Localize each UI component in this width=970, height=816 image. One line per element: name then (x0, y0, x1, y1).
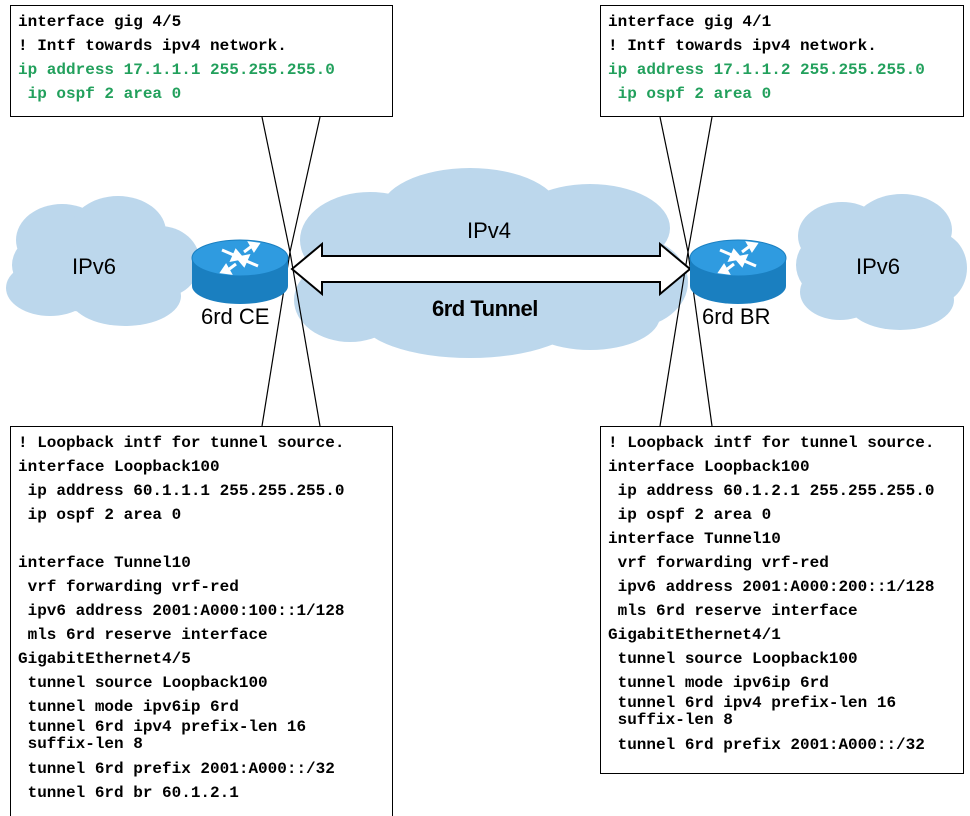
config-line: ! Loopback intf for tunnel source. (18, 434, 345, 452)
callout-lines (261, 116, 713, 427)
config-line: ip ospf 2 area 0 (18, 85, 182, 103)
config-line: interface Loopback100 (18, 458, 220, 476)
callout-line (687, 116, 713, 253)
config-line: ip address 60.1.1.1 255.255.255.0 (18, 482, 345, 500)
config-line: interface gig 4/1 (608, 13, 772, 31)
config-box-bottom-right: ! Loopback intf for tunnel source. interf… (600, 426, 964, 774)
config-line: tunnel 6rd ipv4 prefix-len 16 suffix-len… (617, 694, 897, 729)
config-line: GigabitEthernet4/1 (608, 626, 781, 644)
callout-line (289, 251, 321, 427)
router-ce-label: 6rd CE (201, 304, 270, 329)
config-line: interface Tunnel10 (608, 530, 781, 548)
ipv6-cloud-right (796, 194, 967, 330)
ipv6-right-label: IPv6 (856, 254, 901, 279)
config-line: tunnel mode ipv6ip 6rd (608, 674, 829, 692)
config-line: ! Loopback intf for tunnel source. (608, 434, 935, 452)
config-box-bottom-left: ! Loopback intf for tunnel source. interf… (10, 426, 393, 816)
callout-line (261, 116, 291, 253)
callout-line (289, 116, 321, 253)
config-line (18, 527, 385, 551)
ipv6-left-label: IPv6 (72, 254, 117, 279)
router-br-label: 6rd BR (702, 304, 771, 329)
config-line: tunnel source Loopback100 (18, 674, 268, 692)
config-line: vrf forwarding vrf-red (18, 578, 239, 596)
callout-line (659, 251, 689, 427)
tunnel-label: 6rd Tunnel (432, 296, 538, 321)
config-line: ipv6 address 2001:A000:200::1/128 (608, 578, 935, 596)
ipv4-label: IPv4 (467, 218, 512, 243)
ipv6-cloud-left (6, 196, 200, 326)
config-line: ! Intf towards ipv4 network. (18, 37, 287, 55)
config-line: ip address 60.1.2.1 255.255.255.0 (608, 482, 935, 500)
config-line: interface Loopback100 (608, 458, 810, 476)
config-line: tunnel mode ipv6ip 6rd (18, 698, 239, 716)
config-line: tunnel 6rd ipv4 prefix-len 16 suffix-len… (27, 718, 307, 753)
config-line: ip address 17.1.1.1 255.255.255.0 (18, 61, 335, 79)
config-line: tunnel source Loopback100 (608, 650, 858, 668)
config-line: ip ospf 2 area 0 (608, 506, 772, 524)
config-line: tunnel 6rd prefix 2001:A000::/32 (18, 760, 335, 778)
config-line: ip address 17.1.1.2 255.255.255.0 (608, 61, 925, 79)
config-line: ip ospf 2 area 0 (18, 506, 182, 524)
config-line: ! Intf towards ipv4 network. (608, 37, 877, 55)
config-line: ipv6 address 2001:A000:100::1/128 (18, 602, 345, 620)
config-box-top-left: interface gig 4/5 ! Intf towards ipv4 net… (10, 5, 393, 117)
router-icon (689, 239, 787, 304)
config-line: tunnel 6rd br 60.1.2.1 (18, 784, 239, 802)
config-line: ip ospf 2 area 0 (608, 85, 772, 103)
callout-line (659, 116, 689, 253)
config-line: mls 6rd reserve interface (18, 626, 268, 644)
config-line: interface gig 4/5 (18, 13, 182, 31)
config-line: mls 6rd reserve interface (608, 602, 858, 620)
config-line: vrf forwarding vrf-red (608, 554, 829, 572)
config-line: GigabitEthernet4/5 (18, 650, 191, 668)
router-icon (191, 239, 289, 304)
config-line: tunnel 6rd prefix 2001:A000::/32 (608, 736, 925, 754)
config-line: interface Tunnel10 (18, 554, 191, 572)
config-box-top-right: interface gig 4/1 ! Intf towards ipv4 net… (600, 5, 964, 117)
